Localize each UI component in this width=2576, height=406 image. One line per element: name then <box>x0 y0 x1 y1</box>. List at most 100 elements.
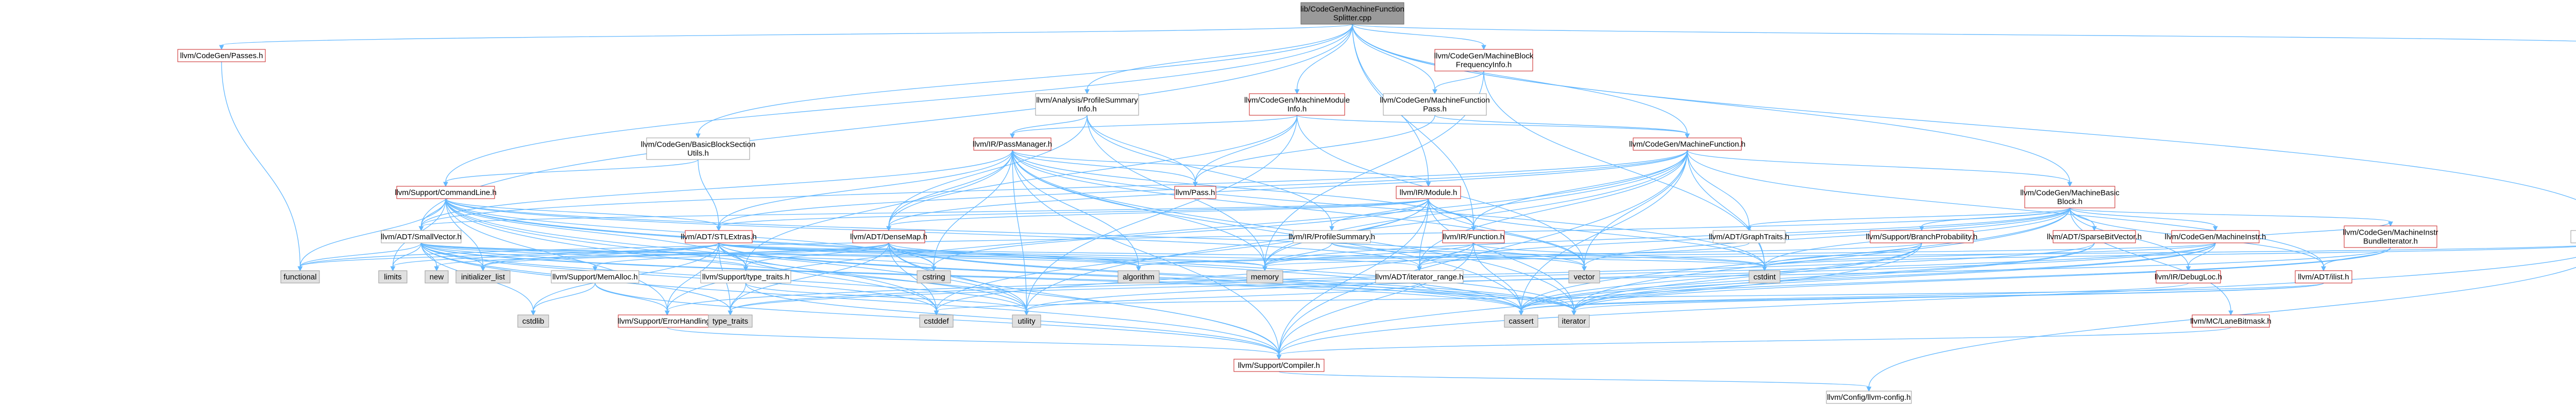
node-label: new <box>430 273 444 281</box>
node-cmdline[interactable]: llvm/Support/CommandLine.h <box>395 186 497 199</box>
edge-mmi-to-pass <box>1193 115 1298 187</box>
node-branchprob[interactable]: llvm/Support/BranchProbability.h <box>1866 230 1978 243</box>
edge-root-to-initpasses <box>1352 24 2576 42</box>
node-memalloc[interactable]: llvm/Support/MemAlloc.h <box>551 270 639 284</box>
edge-module-to-stlextras <box>716 198 1429 232</box>
node-mf[interactable]: llvm/CodeGen/MachineFunction.h <box>1629 137 1745 151</box>
node-label: Utils.h <box>687 149 709 158</box>
edge-bbsu-to-cmdline <box>443 159 699 187</box>
edge-memalloc-to-cstdlib <box>531 283 596 316</box>
node-label: initializer_list <box>461 273 505 281</box>
node-compiler[interactable]: llvm/Support/Compiler.h <box>1233 359 1325 372</box>
node-cstdint: cstdint <box>1749 270 1781 284</box>
node-config[interactable]: llvm/Config/llvm-config.h <box>1826 391 1912 404</box>
edge-lanebitmask-to-compiler <box>1276 327 2231 360</box>
node-label: llvm/ADT/iterator_range.h <box>1376 273 1464 281</box>
edge-minstr-to-debugloc <box>2185 242 2216 272</box>
node-label: llvm/IR/ProfileSummary.h <box>1289 233 1375 241</box>
edge-minstr-to-algorithm <box>1136 242 2216 272</box>
node-new: new <box>425 270 449 284</box>
node-label: llvm/IR/Module.h <box>1400 188 1458 197</box>
node-label: llvm/ADT/STLExtras.h <box>681 233 757 241</box>
node-densemap[interactable]: llvm/ADT/DenseMap.h <box>850 230 927 243</box>
node-label: llvm/CodeGen/MachineModule <box>1244 96 1350 105</box>
edge-module-to-profsum <box>1329 198 1429 232</box>
node-label: llvm/Support/BranchProbability.h <box>1866 233 1978 241</box>
node-module[interactable]: llvm/IR/Module.h <box>1396 186 1461 199</box>
edge-root-to-bbsu <box>696 24 1353 139</box>
node-label: llvm/Analysis/ProfileSummary <box>1036 96 1138 105</box>
edge-densemap-to-algorithm <box>888 242 1141 272</box>
edge-passmgr-to-module <box>1012 150 1431 187</box>
edge-typetraits_h-to-typetraits <box>727 283 747 316</box>
node-lanebitmask[interactable]: llvm/MC/LaneBitmask.h <box>2190 314 2272 328</box>
node-iterrange[interactable]: llvm/ADT/iterator_range.h <box>1375 270 1464 284</box>
node-vector: vector <box>1568 270 1600 284</box>
node-cstdlib: cstdlib <box>517 314 549 328</box>
node-smallvector[interactable]: llvm/ADT/SmallVector.h <box>381 230 462 243</box>
node-functional: functional <box>280 270 320 284</box>
edge-profsum-to-vector <box>1331 242 1587 272</box>
node-label: Splitter.cpp <box>1333 14 1371 23</box>
node-label: llvm/ADT/SparseBitVector.h <box>2047 233 2142 241</box>
node-label: llvm/IR/Function.h <box>1443 233 1504 241</box>
node-algorithm: algorithm <box>1117 270 1160 284</box>
node-statistic[interactable]: llvm/ADT/Statistic.h <box>2570 230 2576 243</box>
node-minstr[interactable]: llvm/CodeGen/MachineInstr.h <box>2165 230 2266 243</box>
node-label: cstddef <box>924 317 949 326</box>
node-label: llvm/Config/llvm-config.h <box>1827 393 1911 402</box>
node-stlextras[interactable]: llvm/ADT/STLExtras.h <box>681 230 757 243</box>
edge-compiler-to-config <box>1278 371 1872 392</box>
edge-psi-to-passmgr <box>1010 115 1088 139</box>
edge-mf-to-cstdint <box>1687 150 1767 272</box>
edge-root-to-mmi <box>1294 24 1353 95</box>
node-mib[interactable]: llvm/CodeGen/MachineInstrBundleIterator.… <box>2343 225 2438 248</box>
node-sparsebv[interactable]: llvm/ADT/SparseBitVector.h <box>2047 230 2142 243</box>
node-label: llvm/CodeGen/MachineBlock <box>1434 52 1534 61</box>
edge-root-to-statistic <box>1352 24 2576 200</box>
node-label: llvm/IR/DebugLoc.h <box>2155 273 2222 281</box>
node-label: llvm/ADT/DenseMap.h <box>850 233 927 241</box>
node-label: llvm/MC/LaneBitmask.h <box>2190 317 2272 326</box>
node-label: Info.h <box>1287 105 1307 114</box>
edge-graphtraits-to-iterrange <box>1417 242 1750 272</box>
node-label: type_traits <box>713 317 748 326</box>
node-typetraits_h[interactable]: llvm/Support/type_traits.h <box>700 270 791 284</box>
node-function[interactable]: llvm/IR/Function.h <box>1442 230 1505 243</box>
node-graphtraits[interactable]: llvm/ADT/GraphTraits.h <box>1709 230 1789 243</box>
node-label: memory <box>1251 273 1279 281</box>
edge-mbb-to-mib <box>2069 207 2393 227</box>
edge-root-to-passes <box>219 24 1353 50</box>
node-pass[interactable]: llvm/Pass.h <box>1174 186 1216 199</box>
node-passmgr[interactable]: llvm/IR/PassManager.h <box>973 137 1052 151</box>
node-label: Pass.h <box>1423 105 1447 114</box>
node-debugloc[interactable]: llvm/IR/DebugLoc.h <box>2155 270 2222 284</box>
node-iterator: iterator <box>1558 314 1590 328</box>
node-label: functional <box>283 273 316 281</box>
edge-statistic-to-compiler <box>1276 257 2576 360</box>
edge-densemap-to-new <box>434 242 889 272</box>
edge-function-to-memory <box>1262 242 1474 272</box>
edge-ilist-to-cstddef <box>934 283 2324 316</box>
node-ilist[interactable]: llvm/ADT/ilist.h <box>2295 270 2352 284</box>
edge-minstr-to-iterator <box>1571 242 2216 316</box>
node-errhandling[interactable]: llvm/Support/ErrorHandling.h <box>618 314 717 328</box>
edge-minstr-to-cstdint <box>1762 242 2216 272</box>
edge-mf-to-mbb <box>1687 150 2073 187</box>
node-profsum[interactable]: llvm/IR/ProfileSummary.h <box>1289 230 1375 243</box>
node-cstring: cstring <box>917 270 951 284</box>
node-passes[interactable]: llvm/CodeGen/Passes.h <box>177 49 266 62</box>
node-memory: memory <box>1246 270 1283 284</box>
edge-passmgr-to-smallvector <box>418 150 1013 232</box>
node-label: llvm/CodeGen/BasicBlockSection <box>641 140 756 149</box>
edge-densemap-to-memalloc <box>592 242 889 272</box>
edge-mmi-to-densemap <box>886 115 1298 232</box>
